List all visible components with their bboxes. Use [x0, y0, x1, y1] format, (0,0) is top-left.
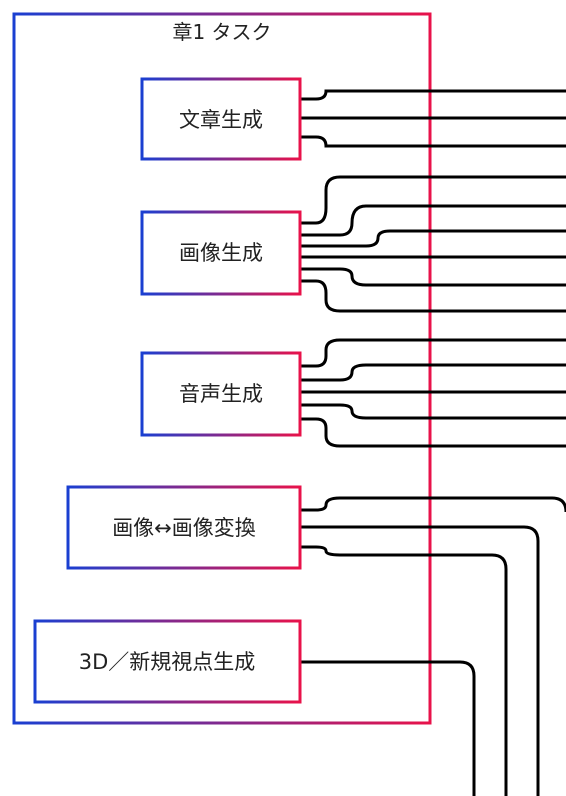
node-label: 音声生成 — [179, 382, 263, 406]
node-label: 画像↔画像変換 — [112, 516, 256, 540]
edge — [300, 229, 566, 248]
edges — [300, 89, 566, 796]
edge — [300, 89, 566, 101]
edge — [300, 545, 508, 796]
node-text-gen: 文章生成 — [140, 77, 302, 161]
edge — [300, 267, 566, 287]
edge — [300, 660, 476, 796]
edge — [300, 417, 566, 448]
node-label: 3D／新規視点生成 — [79, 650, 256, 674]
edge — [300, 525, 540, 796]
edge — [300, 363, 566, 382]
node-3d-novel-view: 3D／新規視点生成 — [33, 619, 302, 704]
node-label: 文章生成 — [179, 108, 263, 132]
edge — [300, 338, 566, 368]
edge — [300, 175, 566, 225]
edge — [300, 204, 566, 237]
edge — [300, 496, 566, 513]
node-image-gen: 画像生成 — [140, 210, 302, 296]
node-image-to-image: 画像↔画像変換 — [66, 485, 302, 570]
node-audio-gen: 音声生成 — [140, 351, 302, 437]
edge — [300, 135, 566, 148]
chapter-title: 章1 タスク — [172, 20, 271, 44]
edge — [300, 279, 566, 313]
node-label: 画像生成 — [179, 241, 263, 265]
edge — [300, 403, 566, 420]
